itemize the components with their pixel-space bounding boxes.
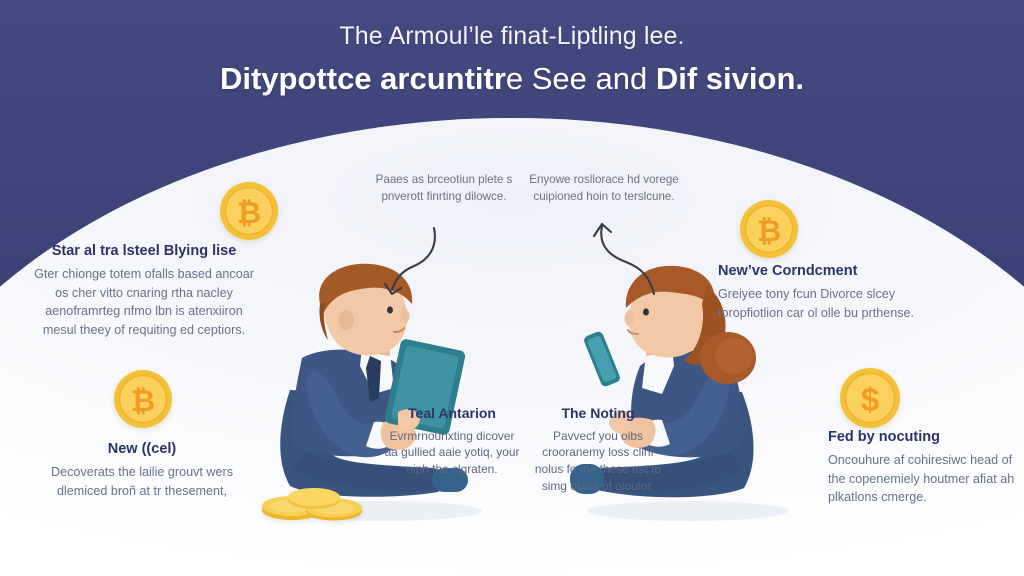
curved-arrow-down-left — [372, 222, 452, 307]
block-top-left: Star al tra lsteel Blying lise Gter chio… — [28, 242, 260, 339]
note-mid-left: Paaes as brceotiun plete s pnverott finr… — [368, 172, 520, 206]
block-top-right: New’ve Corndcment Greiyee tony fcun Divo… — [718, 262, 950, 322]
caption-mid-left-title: Teal Antarion — [408, 405, 496, 421]
caption-mid-left: Teal Antarion Evrmrnounxting dicover aa … — [382, 405, 522, 478]
note-mid-right: Enyowe rosllorace hd vorege cuipioned ho… — [528, 172, 680, 206]
note-mid-left-text: Paaes as brceotiun plete s pnverott finr… — [375, 173, 513, 203]
block-top-right-title: New’ve Corndcment — [718, 263, 858, 279]
caption-mid-right: The Noting Pavvecf you oibs crooranemy l… — [528, 405, 668, 495]
headline-part-2: tr — [483, 60, 506, 96]
bitcoin-coin-icon: ₿ — [738, 198, 800, 260]
page-title: Ditypottce arcuntitre See and Dif sivion… — [0, 60, 1024, 97]
headline-part-4: Dif sivion. — [655, 60, 805, 96]
block-bottom-right: Fed by nocuting Oncouhure af cohiresiwc … — [828, 428, 1018, 507]
block-top-right-body: Greiyee tony fcun Divorce slcey toropfio… — [718, 287, 915, 320]
block-bottom-right-body: Oncouhure af cohiresiwc head of the cope… — [828, 453, 1015, 505]
block-bottom-left-title: New ((cel) — [107, 441, 177, 457]
block-top-left-body: Gter chionge totem ofalls based ancoar o… — [34, 267, 254, 337]
block-bottom-left: New ((cel) Decoverats the lailie grouvt … — [26, 440, 258, 500]
block-bottom-right-title: Fed by nocuting — [828, 429, 940, 445]
bitcoin-coin-icon: ₿ — [112, 368, 174, 430]
headline-part-1: Ditypottce arcunti — [219, 60, 484, 96]
block-bottom-left-body: Decoverats the lailie grouvt wers dlemic… — [51, 465, 233, 498]
curved-arrow-up-right — [580, 218, 670, 307]
header-kicker: The Armoul’le finat-Liptling lee. — [339, 22, 685, 50]
svg-text:₿: ₿ — [757, 215, 781, 248]
dollar-coin-icon: $ — [838, 366, 902, 430]
header: The Armoul’le finat-Liptling lee. Ditypo… — [0, 0, 1024, 97]
gold-coin-stack — [258, 480, 373, 528]
svg-text:$: $ — [861, 381, 879, 418]
caption-mid-right-body: Pavvecf you oibs crooranemy loss clirlf … — [534, 428, 662, 494]
headline-part-3: e See and — [505, 60, 656, 96]
block-top-left-title: Star al tra lsteel Blying lise — [51, 243, 237, 259]
svg-text:₿: ₿ — [131, 385, 155, 418]
bitcoin-coin-icon: ₿ — [218, 180, 280, 242]
note-mid-right-text: Enyowe rosllorace hd vorege cuipioned ho… — [529, 173, 679, 203]
svg-text:₿: ₿ — [237, 197, 261, 230]
caption-mid-left-body: Evrmrnounxting dicover aa gullied aaie y… — [384, 428, 520, 477]
caption-mid-right-title: The Noting — [561, 405, 635, 421]
